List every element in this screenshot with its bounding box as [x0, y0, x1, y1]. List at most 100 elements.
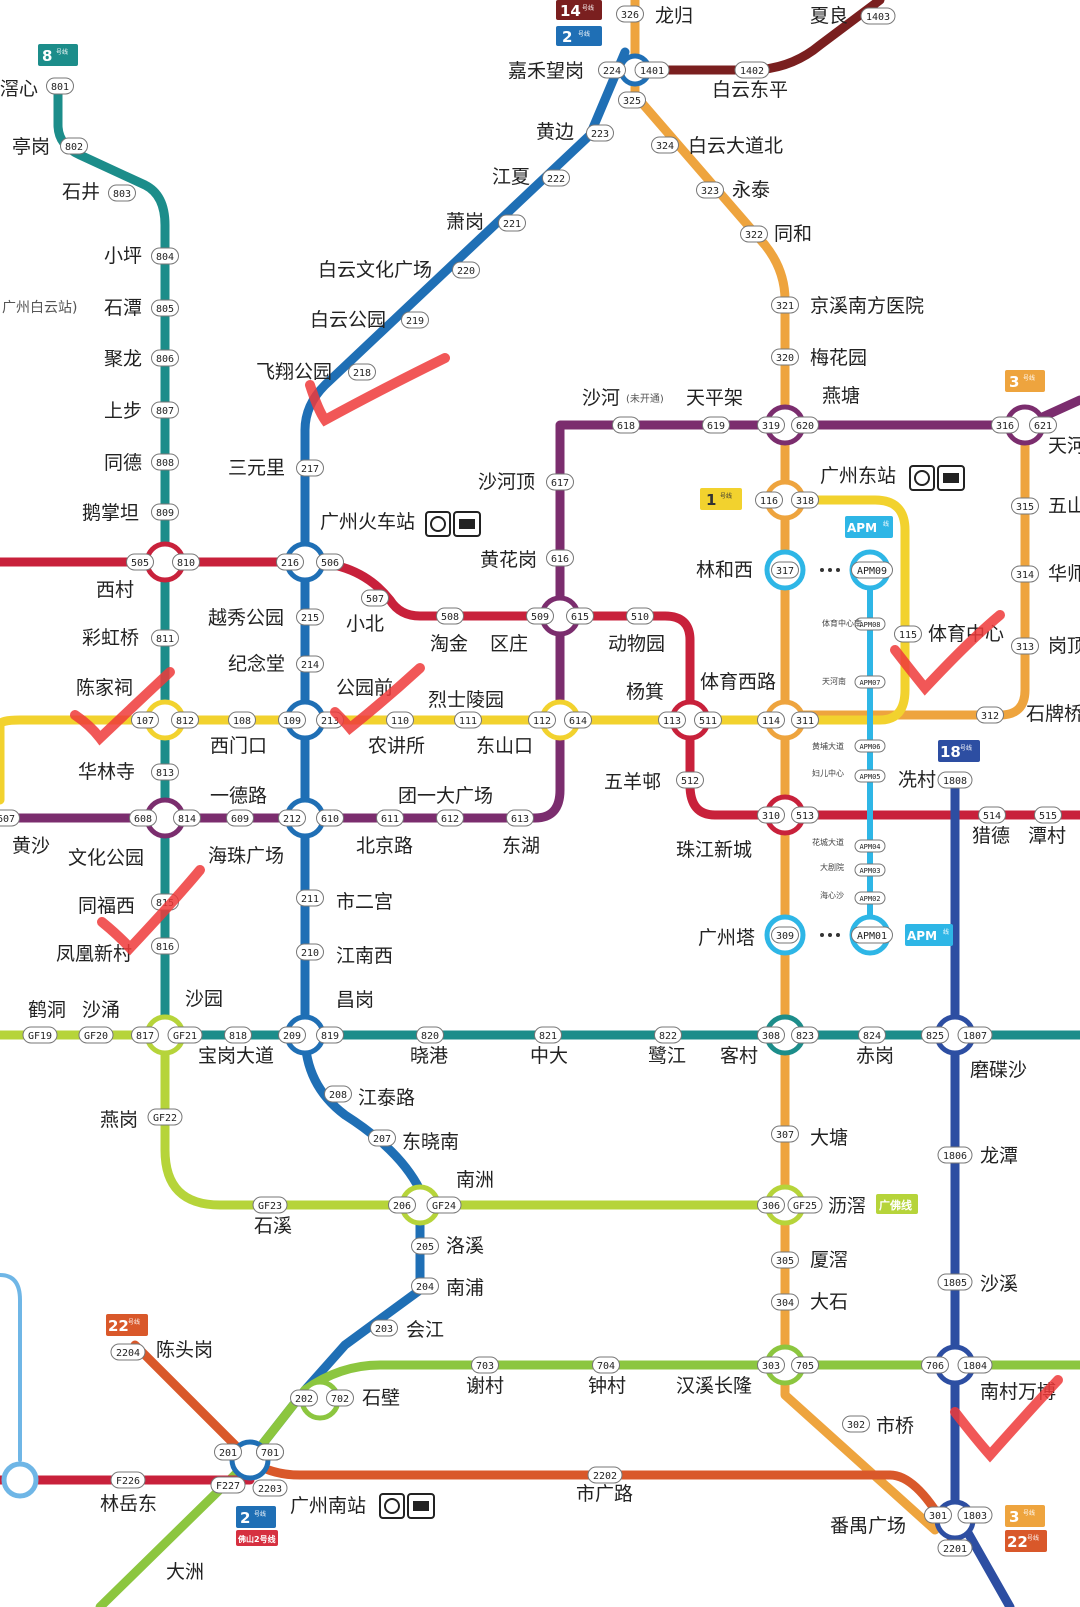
station-code: 216	[281, 558, 299, 569]
station-code: 506	[321, 558, 339, 569]
station-label: 南洲	[456, 1169, 494, 1191]
interchange-ring	[1, 1461, 39, 1499]
station-label: 厦滘	[810, 1249, 848, 1271]
station-label: 宝岗大道	[198, 1045, 274, 1067]
station-code-pill: 308	[757, 1026, 785, 1044]
station-code: 803	[113, 189, 131, 200]
station-label: 京溪南方医院	[810, 295, 924, 317]
station-code-pill: 325	[618, 91, 646, 109]
station-code-pill: 1806	[937, 1146, 973, 1164]
station-code-pill: 108	[228, 711, 256, 729]
station-code: 222	[547, 174, 565, 185]
station-code: 204	[416, 1282, 434, 1293]
apm-station-label: 妇儿中心	[812, 768, 844, 778]
station-code-pill: 621	[1029, 416, 1057, 434]
station-label: 大石	[810, 1291, 848, 1313]
station-code: 509	[531, 612, 549, 623]
line-badge-suffix: 号线	[1023, 1509, 1035, 1517]
station-code-pill: 215	[296, 608, 324, 626]
station-code-pill: 801	[46, 77, 74, 95]
station-code: 312	[981, 711, 999, 722]
station-code-pill: APM05	[854, 769, 886, 783]
station-code-pill: 204	[411, 1277, 439, 1295]
station-label: 石井	[62, 181, 100, 203]
station-code: 620	[796, 421, 814, 432]
station-code-pill: GF22	[147, 1108, 183, 1126]
train-icon	[937, 465, 965, 491]
line6-path	[0, 395, 1080, 823]
station-code: 515	[1039, 811, 1057, 822]
station-code-pill: 208	[324, 1085, 352, 1103]
station-code-pill: 814	[173, 809, 201, 827]
station-code: 813	[156, 768, 174, 779]
station-label: 沙溪	[980, 1273, 1018, 1295]
station-code: APM09	[857, 566, 887, 577]
station-code-pill: 2204	[110, 1343, 146, 1361]
station-code-pill: 223	[586, 124, 614, 142]
station-code-pill: 705	[791, 1356, 819, 1374]
station-code-pill: 817	[131, 1026, 159, 1044]
station-code-pill: 806	[151, 349, 179, 367]
station-code: 705	[796, 1361, 814, 1372]
station-code: APM07	[859, 679, 880, 687]
apm-station-label: 花城大道	[812, 837, 844, 847]
station-code-pill: 511	[694, 711, 722, 729]
apm-station-label: 海心沙	[820, 890, 844, 900]
station-code-pill: F226	[110, 1471, 146, 1489]
station-code-pill: 507	[361, 589, 389, 607]
station-label: 龙归	[655, 5, 693, 27]
station-label: 亭岗	[12, 136, 50, 158]
station-code-pill: 114	[757, 711, 785, 729]
station-code: 314	[1016, 570, 1034, 581]
station-label: 越秀公园	[208, 607, 284, 629]
line-badge: 2 号线	[556, 26, 602, 46]
line-badge-number: 2	[240, 1509, 250, 1527]
line-badge: APM 线	[845, 516, 893, 538]
station-code-pill: 221	[498, 214, 526, 232]
station-code: 211	[301, 894, 319, 905]
station-code: 614	[569, 716, 587, 727]
station-code-pill: 201	[214, 1443, 242, 1461]
station-code: 607	[0, 814, 15, 825]
station-code-pill: 616	[546, 549, 574, 567]
line-badge-number: 3	[1009, 373, 1019, 391]
station-code: 618	[617, 421, 635, 432]
line-badge-number: 18	[940, 743, 961, 761]
station-label: 飞翔公园	[256, 361, 332, 383]
station-code: 212	[283, 814, 301, 825]
station-code: 218	[353, 368, 371, 379]
station-label: 东山口	[476, 735, 533, 757]
station-code-pill: 110	[386, 711, 414, 729]
gf-path	[0, 1030, 790, 1210]
station-label: 磨碟沙	[970, 1059, 1027, 1081]
station-code: APM05	[859, 773, 880, 781]
station-code: APM01	[857, 931, 887, 942]
station-code-pill: 816	[151, 937, 179, 955]
station-code: F226	[116, 1476, 140, 1487]
station-code: 109	[283, 716, 301, 727]
line-badge-number: 22	[1007, 1533, 1028, 1551]
line-badge: 14 号线	[556, 0, 602, 20]
station-code-pill: 818	[224, 1026, 252, 1044]
station-code: 621	[1034, 421, 1052, 432]
station-code: 107	[136, 716, 154, 727]
station-label: 洛溪	[446, 1235, 484, 1257]
station-label: 广州南站	[290, 1495, 366, 1517]
line5-path	[0, 557, 1080, 820]
station-code-pill: 205	[411, 1237, 439, 1255]
station-code: 302	[847, 1420, 865, 1431]
station-code-pill: GF20	[78, 1026, 114, 1044]
station-label: 沙涌	[82, 999, 120, 1021]
station-code-pill: 612	[436, 809, 464, 827]
station-code-pill: 203	[370, 1319, 398, 1337]
apm-station-label: 体育中心南	[822, 618, 862, 628]
station-code: 1401	[640, 66, 664, 77]
station-code: 221	[503, 219, 521, 230]
station-label: 鹤洞	[28, 999, 66, 1021]
station-code-pill: 115	[894, 625, 922, 643]
station-code-pill: 305	[771, 1251, 799, 1269]
line8-path	[53, 80, 1080, 1040]
station-code-pill: APM04	[854, 839, 886, 853]
station-code: 510	[631, 612, 649, 623]
station-code-pill: 611	[376, 809, 404, 827]
